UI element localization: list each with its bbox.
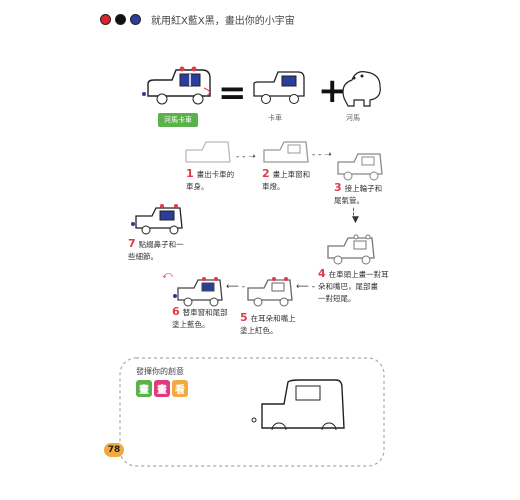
- badge-1: 畫: [136, 380, 152, 397]
- dashed-bubble-border: [119, 357, 385, 467]
- arrow-4-5: ⟵ -: [296, 282, 316, 292]
- equals-sign: =: [218, 73, 247, 113]
- badge-3: 看: [172, 380, 188, 397]
- page-number: 78: [104, 443, 124, 457]
- truck-outline-icon: [263, 141, 309, 163]
- creative-frame: [118, 356, 386, 468]
- page-header: 就用紅X藍X黑，畫出你的小宇宙: [100, 10, 295, 28]
- hippo-truck-drawing: [142, 66, 222, 114]
- step-1-drawing: [184, 140, 234, 172]
- blank-truck-drawing: [240, 378, 350, 446]
- truck-outline-icon: [185, 141, 231, 163]
- step-7-drawing: [131, 204, 188, 240]
- truck-drawing: [252, 70, 308, 112]
- truck-outline-icon: [337, 153, 383, 181]
- header-title: 就用紅X藍X黑，畫出你的小宇宙: [151, 15, 295, 27]
- truck-outline-icon: [327, 234, 375, 265]
- arrow-6-7: ⤺: [162, 270, 173, 281]
- step-6-drawing: [173, 277, 226, 312]
- badge-2: 畫: [154, 380, 170, 397]
- truck-finished-icon: [131, 204, 183, 235]
- hippo-icon: [342, 71, 381, 107]
- truck-label: 卡車: [268, 114, 282, 122]
- arrow-3-4: ¦▼: [352, 207, 359, 225]
- hippo-truck-label: 河馬卡車: [158, 113, 198, 127]
- step-3-drawing: [336, 152, 386, 186]
- arrow-1-2: - - ➝: [236, 152, 256, 162]
- creative-title: 發揮你的創意: [136, 367, 184, 376]
- red-dot-icon: [100, 13, 111, 25]
- arrow-5-6: ⟵ -: [226, 282, 246, 292]
- hippo-drawing: [340, 68, 384, 112]
- step-5-drawing: [246, 277, 296, 312]
- step-4-drawing: [326, 234, 380, 270]
- arrow-2-3: - - ➝: [312, 150, 332, 160]
- truck-outline-icon: [173, 277, 223, 307]
- plus-sign: +: [318, 71, 347, 111]
- large-truck-outline-icon: [251, 379, 345, 431]
- hippo-truck-icon: [142, 66, 211, 105]
- step-2-drawing: [262, 140, 312, 172]
- creative-badges: 畫 畫 看: [136, 380, 188, 397]
- truck-icon: [253, 71, 305, 104]
- hippo-label: 河馬: [346, 114, 360, 122]
- blue-dot-icon: [130, 13, 141, 25]
- truck-outline-icon: [247, 277, 293, 307]
- black-dot-icon: [115, 13, 126, 25]
